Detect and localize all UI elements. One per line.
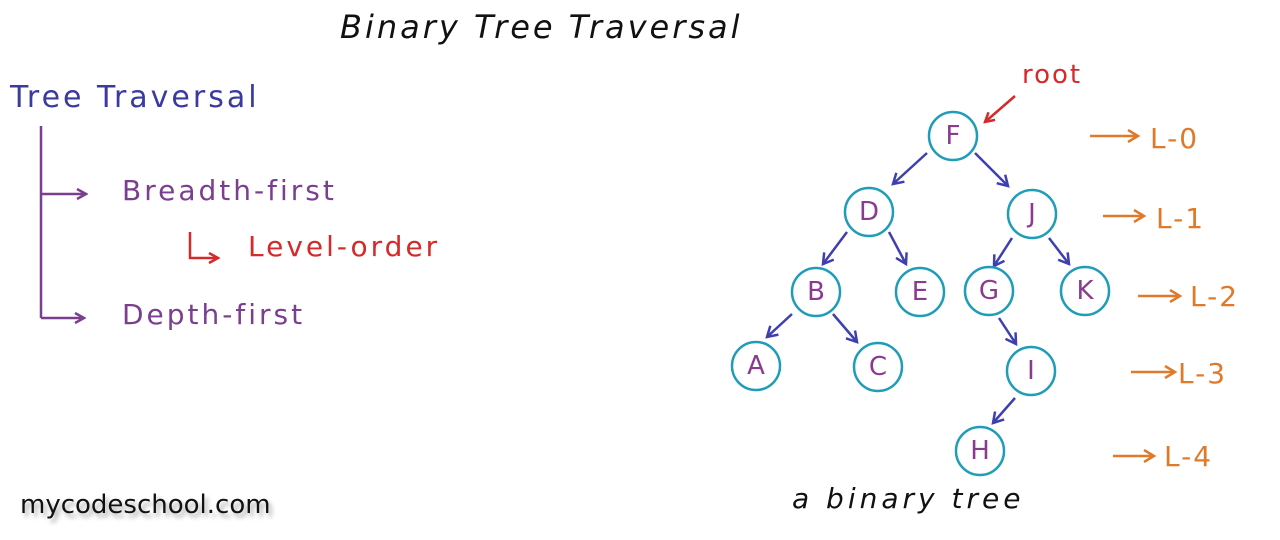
tree-node-h: H	[970, 436, 990, 466]
level-label-2: L-2	[1190, 280, 1240, 313]
outline-branch	[39, 126, 86, 318]
tree-node-g: G	[978, 276, 1000, 306]
page-title: Binary Tree Traversal	[340, 8, 743, 46]
tree-node-k: K	[1076, 276, 1094, 306]
tree-node-i: I	[1027, 356, 1035, 386]
tree-nodes	[730, 110, 1111, 477]
tree-node-a: A	[747, 351, 765, 381]
root-arrow	[985, 95, 1016, 122]
tree-node-j: J	[1028, 199, 1036, 229]
tree-caption: a binary tree	[792, 482, 1025, 515]
tree-node-b: B	[807, 277, 825, 307]
outline-subitem-level-order: Level-order	[248, 230, 441, 263]
outline-heading: Tree Traversal	[10, 80, 260, 115]
tree-edges	[767, 152, 1069, 423]
sub-branch	[188, 232, 218, 258]
outline-item-depth-first: Depth-first	[122, 298, 306, 331]
tree-node-f: F	[945, 121, 961, 151]
level-label-3: L-3	[1178, 357, 1228, 390]
outline-item-breadth-first: Breadth-first	[122, 174, 337, 207]
watermark: mycodeschool.com	[20, 490, 271, 520]
level-label-0: L-0	[1150, 122, 1200, 155]
level-label-1: L-1	[1156, 202, 1206, 235]
level-label-4: L-4	[1164, 440, 1214, 473]
tree-node-c: C	[868, 352, 888, 382]
level-arrows	[1090, 136, 1180, 456]
tree-node-e: E	[911, 277, 929, 307]
tree-node-d: D	[858, 197, 880, 227]
root-label: root	[1022, 60, 1083, 90]
